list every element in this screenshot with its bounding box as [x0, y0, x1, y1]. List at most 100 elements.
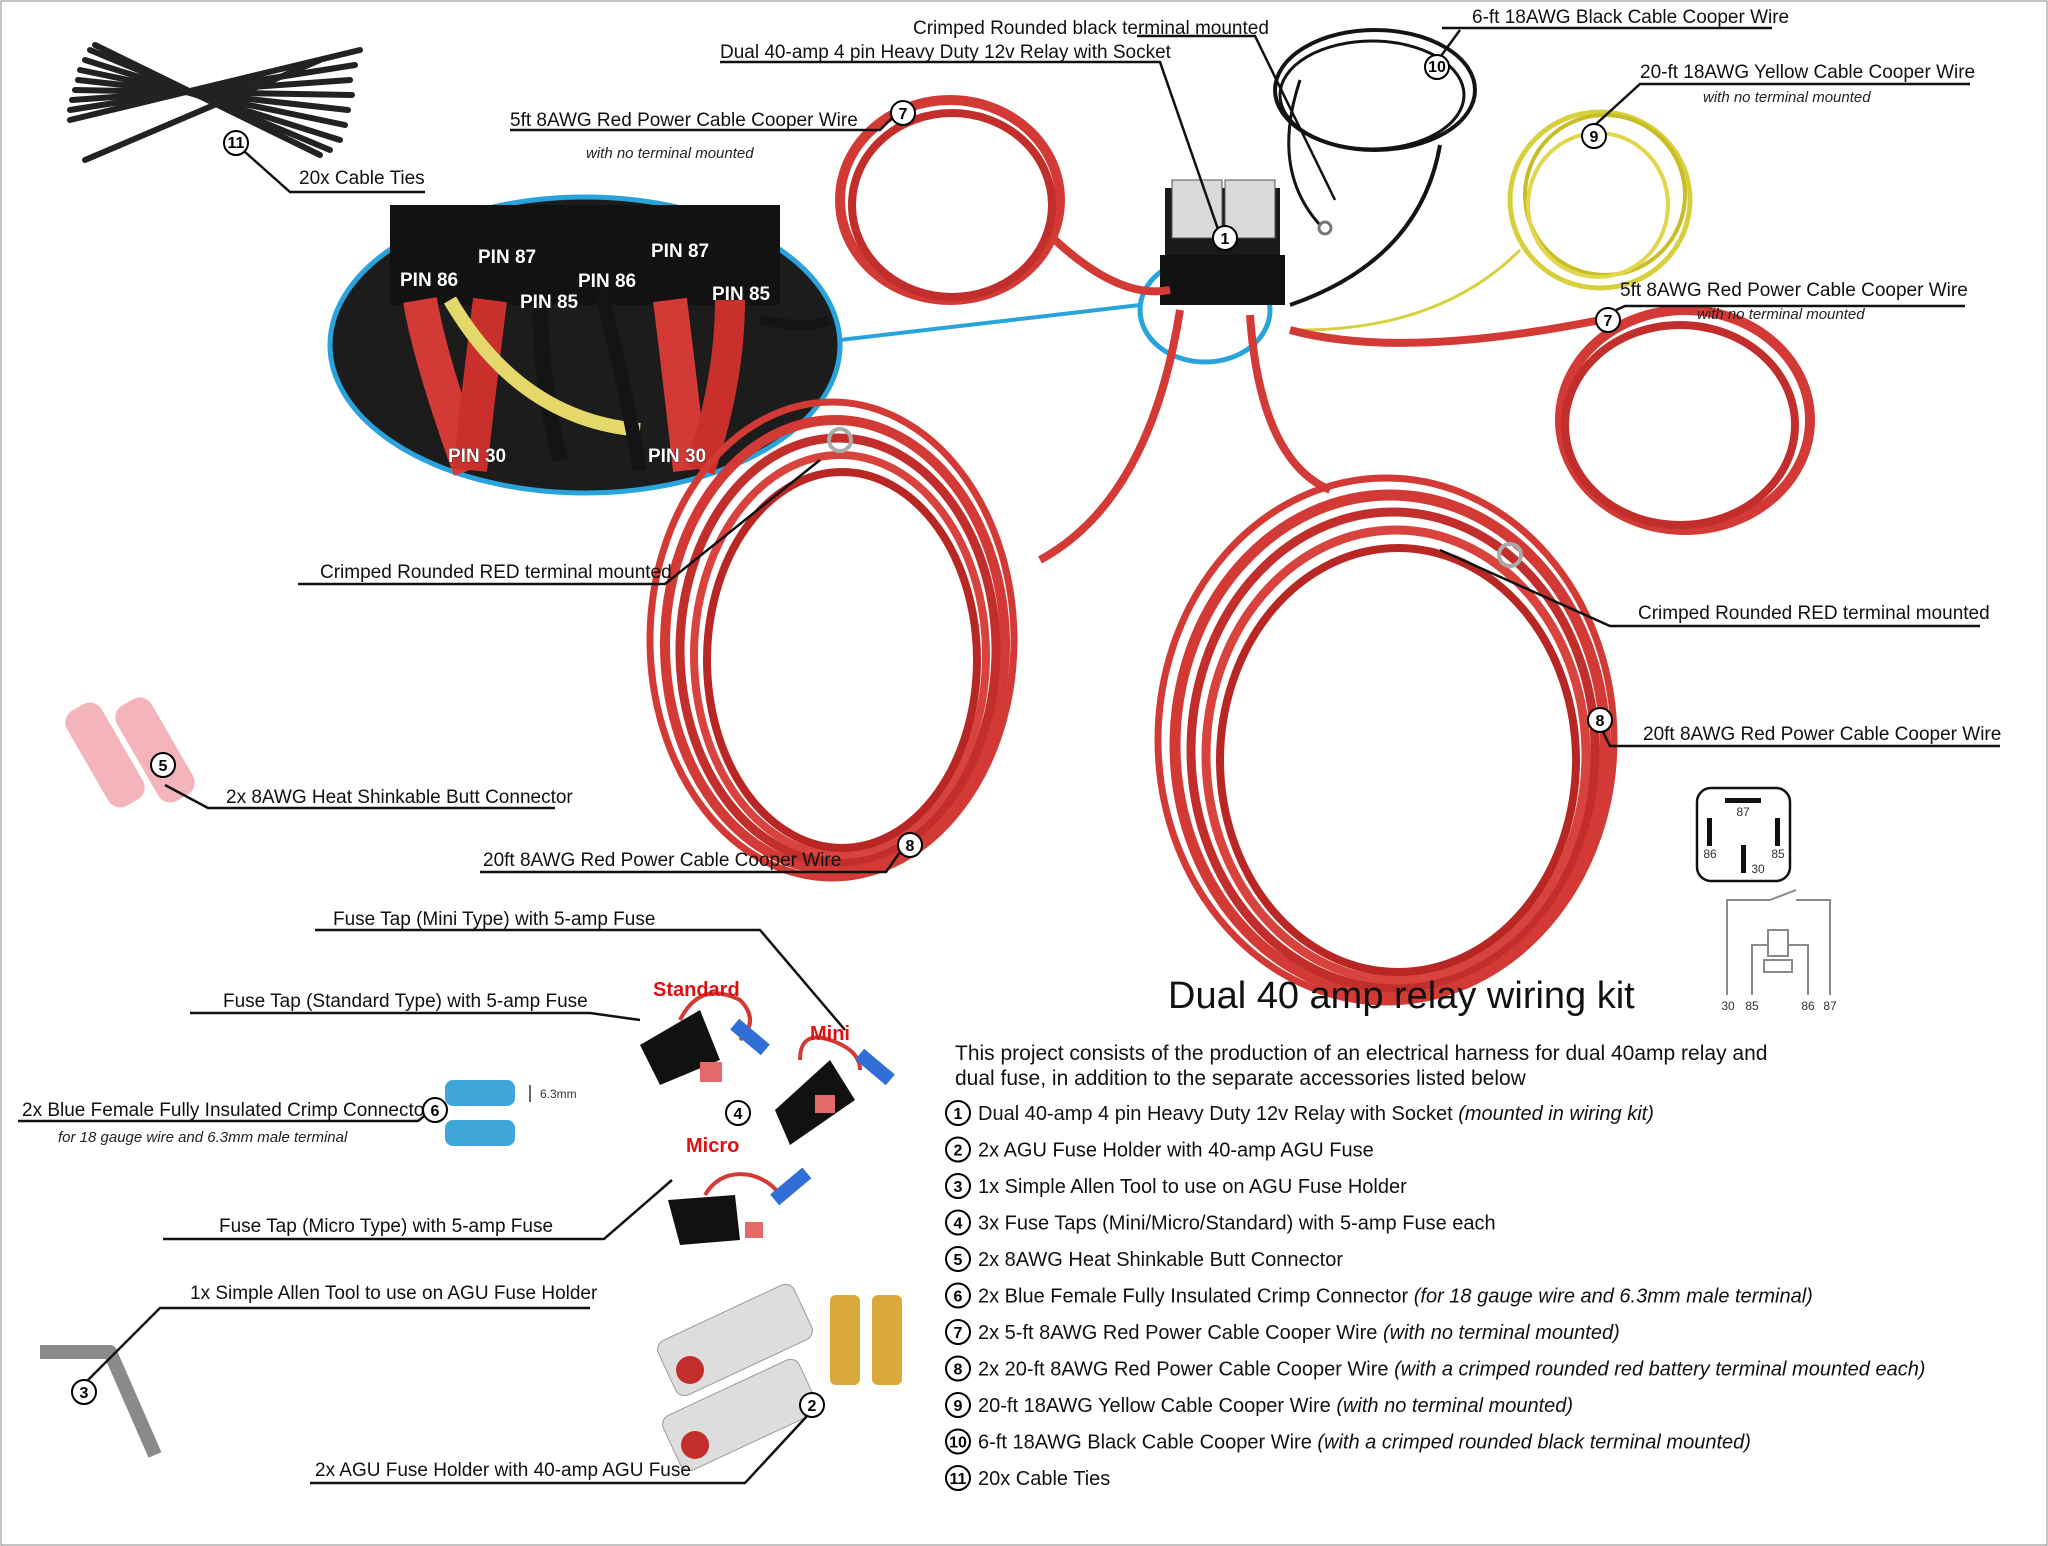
parts-list-text: 6-ft 18AWG Black Cable Cooper Wire (with…	[978, 1432, 1751, 1454]
badge-5: 5	[150, 752, 176, 778]
svg-text:3: 3	[80, 1385, 89, 1402]
allen-tool-illustration	[40, 1345, 162, 1458]
badge-1: 1	[1212, 225, 1238, 251]
black-wire-label: 6-ft 18AWG Black Cable Cooper Wire	[1472, 7, 1789, 28]
fuse-tap-standard-illustration	[640, 991, 770, 1085]
parts-list-note: (with no terminal mounted)	[1336, 1395, 1573, 1417]
parts-list-badge	[945, 1209, 971, 1236]
parts-list-badge	[945, 1136, 971, 1163]
parts-list-number: 5	[954, 1252, 963, 1269]
parts-list-text: 2x 20-ft 8AWG Red Power Cable Cooper Wir…	[978, 1359, 1925, 1381]
yellow-wire-coil	[1507, 109, 1693, 291]
dimension-label: 6.3mm	[540, 1087, 577, 1101]
svg-text:2: 2	[808, 1398, 817, 1415]
svg-text:7: 7	[1604, 313, 1613, 330]
red-5ft-left-label: 5ft 8AWG Red Power Cable Cooper Wire	[510, 110, 858, 131]
parts-list-number: 3	[954, 1179, 963, 1196]
badge-2: 2	[799, 1392, 825, 1418]
butt-connectors-illustration	[65, 697, 195, 808]
fuse-tap-standard-label: Fuse Tap (Standard Type) with 5-amp Fuse	[223, 991, 588, 1012]
badge-4: 4	[725, 1100, 751, 1126]
parts-list-text: 20-ft 18AWG Yellow Cable Cooper Wire (wi…	[978, 1395, 1573, 1417]
pin-85-left-label: PIN 85	[520, 292, 579, 313]
svg-text:7: 7	[899, 106, 908, 123]
parts-list-note: (mounted in wiring kit)	[1458, 1103, 1654, 1125]
svg-text:10: 10	[1428, 59, 1446, 76]
svg-text:85: 85	[1771, 847, 1785, 861]
parts-list-text: 2x 5-ft 8AWG Red Power Cable Cooper Wire…	[978, 1322, 1620, 1344]
parts-list-badge	[945, 1173, 971, 1199]
parts-list-number: 4	[954, 1216, 963, 1233]
relay-socket-label: Dual 40-amp 4 pin Heavy Duty 12v Relay w…	[720, 42, 1172, 63]
relay-schematic	[1726, 889, 1831, 995]
parts-list-number: 7	[954, 1325, 963, 1342]
svg-text:86: 86	[1703, 847, 1717, 861]
badge-7-left: 7	[890, 100, 916, 126]
red-5ft-coil-right	[1555, 305, 1815, 535]
red-20ft-coil-left	[646, 398, 1018, 882]
parts-list-badge	[945, 1465, 971, 1491]
pin-30-left-label: PIN 30	[448, 446, 506, 467]
parts-list-badge	[945, 1100, 971, 1126]
parts-list-number: 9	[954, 1398, 963, 1415]
svg-text:8: 8	[906, 838, 915, 855]
svg-text:4: 4	[734, 1106, 743, 1123]
parts-list-item: 4 3x Fuse Taps (Mini/Micro/Standard) with…	[945, 1209, 1496, 1236]
relay-pin-zoom: PIN 86 PIN 87 PIN 85 PIN 86 PIN 87 PIN 8…	[327, 194, 843, 496]
parts-list-item: 11 20x Cable Ties	[945, 1465, 1110, 1491]
badge-10: 10	[1424, 54, 1450, 80]
parts-list-text: Dual 40-amp 4 pin Heavy Duty 12v Relay w…	[978, 1103, 1654, 1125]
pin-30-right-label: PIN 30	[648, 446, 706, 467]
fuse-tap-micro-label: Fuse Tap (Micro Type) with 5-amp Fuse	[219, 1216, 553, 1237]
badge-8-right: 8	[1587, 707, 1613, 733]
pin-85-right-label: PIN 85	[712, 284, 771, 305]
pin-86-left-label: PIN 86	[400, 270, 458, 291]
micro-tap-label: Micro	[686, 1135, 739, 1157]
blue-crimp-connectors-illustration: 6.3mm	[445, 1080, 577, 1146]
allen-tool-label: 1x Simple Allen Tool to use on AGU Fuse …	[190, 1283, 598, 1304]
badge-11: 11	[223, 130, 249, 156]
parts-list-badge	[945, 1392, 971, 1418]
svg-text:6: 6	[431, 1103, 440, 1120]
parts-list-text: 2x 8AWG Heat Shinkable Butt Connector	[978, 1249, 1343, 1271]
parts-list-text: 3x Fuse Taps (Mini/Micro/Standard) with …	[978, 1213, 1496, 1235]
parts-list-note: (for 18 gauge wire and 6.3mm male termin…	[1414, 1286, 1813, 1308]
parts-list-badge	[945, 1428, 971, 1455]
svg-text:1: 1	[1221, 231, 1230, 248]
schematic-pin-30: 30	[1721, 999, 1735, 1013]
svg-text:8: 8	[1596, 713, 1605, 730]
red-5ft-left-note: with no terminal mounted	[586, 145, 754, 162]
crimp-connector-label: 2x Blue Female Fully Insulated Crimp Con…	[22, 1100, 431, 1121]
parts-list-badge	[945, 1246, 971, 1272]
red-terminal-right-label: Crimped Rounded RED terminal mounted	[1638, 603, 1990, 624]
schematic-pin-86: 86	[1801, 999, 1815, 1013]
parts-list-note: (with a crimped rounded red battery term…	[1394, 1359, 1925, 1381]
parts-list-badge	[945, 1282, 971, 1309]
svg-text:5: 5	[159, 758, 168, 775]
schematic-pin-87: 87	[1823, 999, 1837, 1013]
parts-list-number: 11	[950, 1471, 967, 1488]
intro-line-1: This project consists of the production …	[955, 1042, 1767, 1065]
parts-list-note: (with a crimped rounded black terminal m…	[1317, 1432, 1751, 1454]
parts-list-badge	[945, 1319, 971, 1345]
badge-9: 9	[1581, 123, 1607, 149]
pin-87-left-label: PIN 87	[478, 247, 536, 268]
relay-pinout-symbol: 87 86 85 30	[1695, 786, 1792, 883]
red-20ft-right-label: 20ft 8AWG Red Power Cable Cooper Wire	[1643, 724, 2001, 745]
parts-list-text: 20x Cable Ties	[978, 1468, 1110, 1490]
parts-list-item: 7 2x 5-ft 8AWG Red Power Cable Cooper Wir…	[945, 1319, 1620, 1345]
red-20ft-coil-right	[1154, 474, 1618, 1006]
red-20ft-left-label: 20ft 8AWG Red Power Cable Cooper Wire	[483, 850, 841, 871]
yellow-wire-label: 20-ft 18AWG Yellow Cable Cooper Wire	[1640, 62, 1975, 83]
parts-list-item: 5 2x 8AWG Heat Shinkable Butt Connector	[945, 1246, 1343, 1272]
parts-list-item: 9 20-ft 18AWG Yellow Cable Cooper Wire (w…	[945, 1392, 1573, 1418]
svg-text:11: 11	[228, 135, 245, 152]
parts-list-note: (with no terminal mounted)	[1383, 1322, 1620, 1344]
parts-list-text: 2x AGU Fuse Holder with 40-amp AGU Fuse	[978, 1140, 1374, 1162]
